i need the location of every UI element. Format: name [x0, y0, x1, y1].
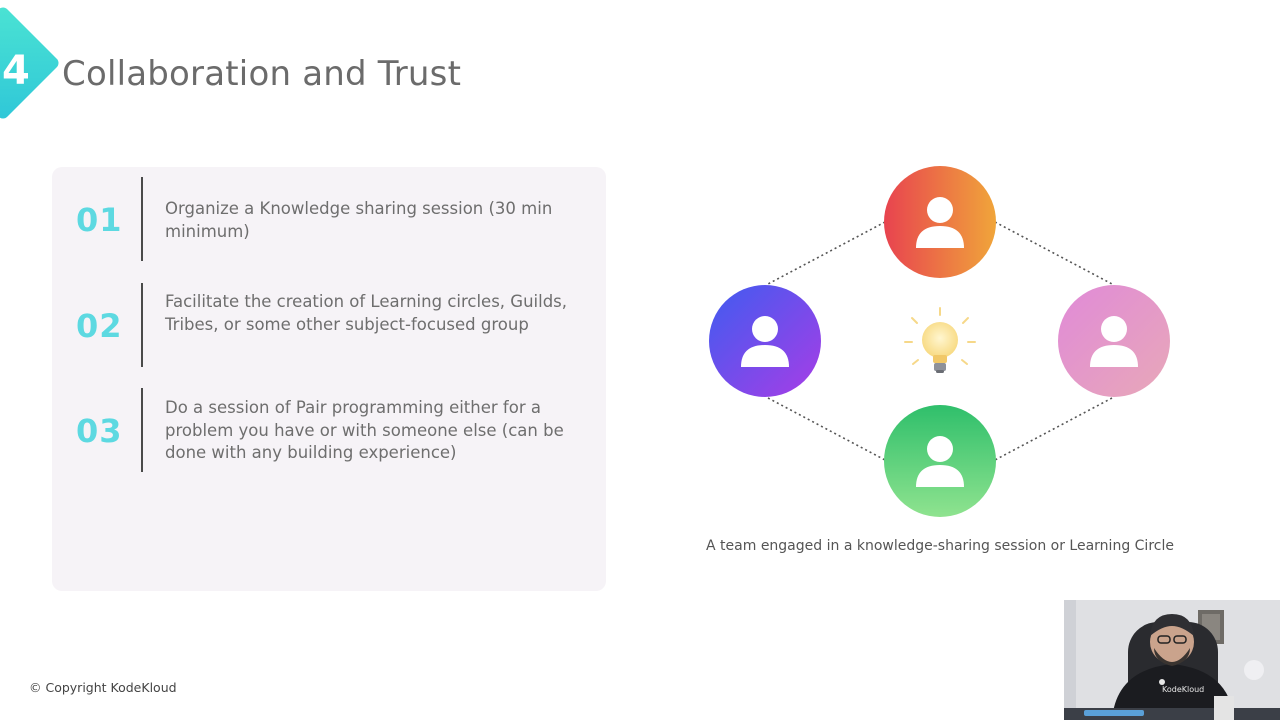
presenter-webcam: KodeKloud	[1064, 600, 1280, 720]
step-divider	[141, 388, 143, 472]
step-text: Facilitate the creation of Learning circ…	[165, 292, 568, 334]
team-member-left	[709, 285, 821, 397]
step-text: Organize a Knowledge sharing session (30…	[165, 199, 553, 241]
lightbulb-icon	[904, 307, 976, 373]
presenter-video-frame: KodeKloud	[1064, 600, 1280, 720]
step-text: Do a session of Pair programming either …	[165, 398, 564, 462]
copyright-text: © Copyright KodeKloud	[29, 680, 177, 695]
team-member-bottom	[884, 405, 996, 517]
person-icon	[1090, 316, 1138, 367]
person-icon	[741, 316, 789, 367]
team-diagram	[709, 166, 1170, 517]
diagram-caption: A team engaged in a knowledge-sharing se…	[706, 538, 1174, 554]
step-number: 01	[76, 201, 123, 239]
step-number: 03	[76, 412, 123, 450]
shirt-logo-text: KodeKloud	[1162, 685, 1204, 694]
person-icon	[916, 436, 964, 487]
step-divider	[141, 283, 143, 367]
step-divider	[141, 177, 143, 261]
presenter-head	[1150, 620, 1194, 664]
section-number: 4	[2, 48, 30, 94]
team-member-top	[884, 166, 996, 278]
presenter-shirt	[1112, 664, 1234, 720]
slide-title: Collaboration and Trust	[62, 54, 462, 94]
steps-card: 01 Organize a Knowledge sharing session …	[52, 167, 606, 591]
person-icon	[916, 197, 964, 248]
step-number: 02	[76, 307, 123, 345]
connection-lines	[767, 221, 1113, 461]
team-member-right	[1058, 285, 1170, 397]
